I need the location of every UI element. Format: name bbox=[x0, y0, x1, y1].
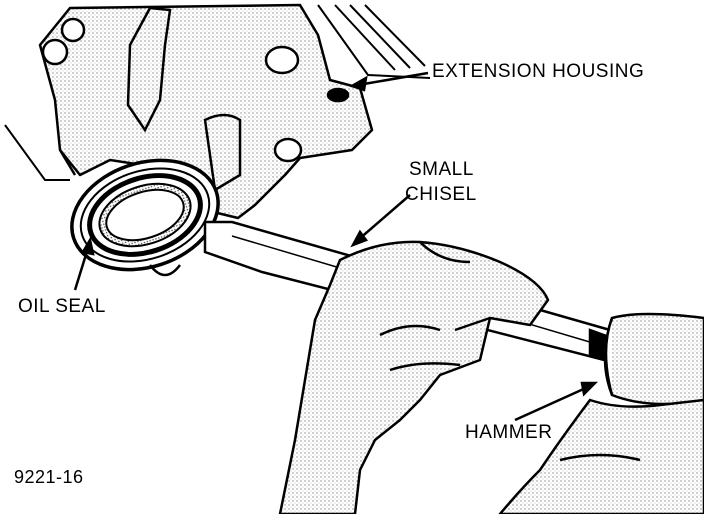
housing-bolts bbox=[41, 17, 350, 163]
leader-lines bbox=[73, 71, 599, 422]
hammer bbox=[603, 312, 704, 406]
label-oil-seal: OIL SEAL bbox=[18, 296, 106, 317]
oil-seal bbox=[70, 158, 220, 277]
label-hammer: HAMMER bbox=[465, 422, 553, 443]
label-chisel: CHISEL bbox=[405, 184, 477, 205]
label-extension-housing: EXTENSION HOUSING bbox=[432, 61, 645, 82]
label-small: SMALL bbox=[409, 159, 474, 180]
figure-number: 9221-16 bbox=[14, 467, 84, 487]
hand-holding-hammer bbox=[498, 398, 704, 514]
housing-boss bbox=[126, 6, 242, 193]
hand-holding-chisel bbox=[278, 240, 550, 514]
